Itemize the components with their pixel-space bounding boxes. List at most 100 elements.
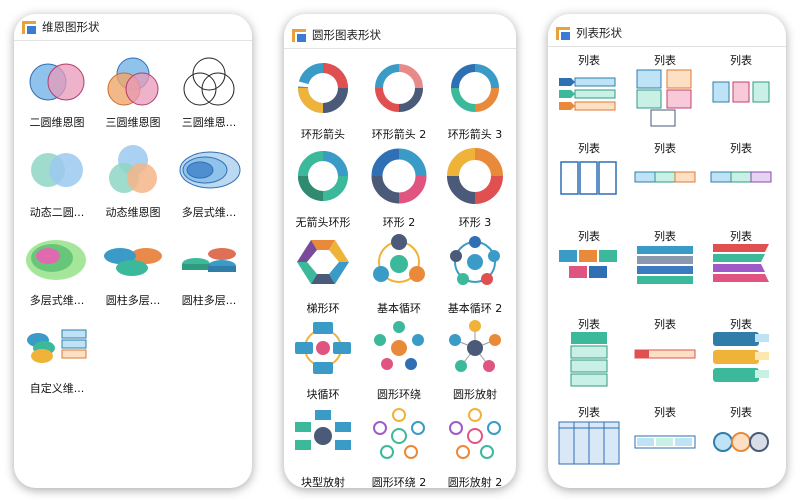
basic-cycle-2-icon [450, 236, 500, 285]
shape-list-3[interactable]: 列表 [702, 52, 780, 138]
shape-label: 圆形环绕 [377, 388, 421, 401]
list-horizontal-strip-2-icon [710, 171, 772, 183]
list-chevron-bars-icon [713, 244, 769, 282]
shape-list-14[interactable]: 列表 [626, 404, 704, 488]
panel-header[interactable]: 维恩图形状 [14, 14, 252, 41]
shape-label: 列表 [730, 230, 752, 243]
dynamic-venn-icon [109, 145, 157, 193]
circular-radial-2-icon [449, 408, 501, 459]
shape-label: 圆形放射 [453, 388, 497, 401]
shape-label: 列表 [654, 230, 676, 243]
shape-block-cycle[interactable]: 块循环 [284, 318, 362, 404]
shape-cylinder-multilayer[interactable]: 圆柱多层... [94, 234, 172, 314]
shape-three-circle-venn-outline[interactable]: 三圆维恩... [170, 56, 248, 136]
shape-label: 基本循环 [377, 302, 421, 315]
shape-label: 列表 [578, 406, 600, 419]
list-segmented-strip-icon [634, 435, 696, 449]
shapes-library-icon [556, 26, 570, 40]
shape-label: 列表 [578, 230, 600, 243]
cylinder-multilayer-icon [104, 248, 162, 276]
list-vertical-boxes-icon [560, 161, 617, 195]
shape-two-circle-venn[interactable]: 二圆维恩图 [18, 56, 96, 136]
ring-no-arrow-icon [298, 151, 348, 201]
shape-dynamic-two-circle[interactable]: 动态二圆... [18, 144, 96, 224]
shape-label: 环形箭头 [301, 128, 345, 141]
shapes-library-icon [22, 20, 36, 34]
shape-basic-cycle-2[interactable]: 基本循环 2 [436, 232, 514, 318]
shape-list-8[interactable]: 列表 [626, 228, 704, 314]
shape-label: 环形 3 [458, 216, 492, 229]
shape-three-circle-venn[interactable]: 三圆维恩图 [94, 56, 172, 136]
circular-surround-2-icon [373, 408, 425, 459]
list-circles-icon [713, 432, 769, 452]
ring-arrow-icon [298, 63, 348, 113]
shape-ring-2[interactable]: 环形 2 [360, 146, 438, 232]
shape-list-12[interactable]: 列表 [702, 316, 780, 402]
shape-label: 列表 [654, 406, 676, 419]
shape-label: 三圆维恩图 [105, 116, 161, 129]
shape-label: 动态维恩图 [105, 206, 161, 219]
shape-multilayer-venn[interactable]: 多层式维... [170, 144, 248, 224]
shape-label: 多层式维... [181, 206, 237, 219]
shape-list-10[interactable]: 列表 [550, 316, 628, 402]
shape-list-4[interactable]: 列表 [550, 140, 628, 226]
multilayer-venn-green-icon [26, 240, 86, 280]
shape-circular-radial[interactable]: 圆形放射 [436, 318, 514, 404]
shape-circular-radial-2[interactable]: 圆形放射 2 [436, 406, 514, 488]
shape-label: 列表 [578, 54, 600, 67]
shape-basic-cycle[interactable]: 基本循环 [360, 232, 438, 318]
shape-dynamic-venn[interactable]: 动态维恩图 [94, 144, 172, 224]
shape-cylinder-multilayer-2[interactable]: 圆柱多层... [170, 234, 248, 314]
shape-label: 列表 [654, 54, 676, 67]
shape-ring-arrow[interactable]: 环形箭头 [284, 58, 362, 144]
shape-list-6[interactable]: 列表 [702, 140, 780, 226]
shape-label: 多层式维... [29, 294, 85, 307]
trapezoid-ring-icon [297, 240, 349, 284]
shape-label: 块循环 [306, 388, 340, 401]
shape-trapezoid-ring[interactable]: 梯形环 [284, 232, 362, 318]
shape-list-5[interactable]: 列表 [626, 140, 704, 226]
shape-list-7[interactable]: 列表 [550, 228, 628, 314]
shape-label: 圆形环绕 2 [371, 476, 427, 488]
shape-label: 列表 [578, 318, 600, 331]
shape-label: 列表 [654, 318, 676, 331]
shape-list-9[interactable]: 列表 [702, 228, 780, 314]
shape-label: 列表 [654, 142, 676, 155]
list-bars-icon [637, 246, 693, 284]
two-circle-venn-icon [29, 63, 85, 101]
block-radial-icon [295, 410, 351, 450]
custom-venn-icon [27, 329, 87, 363]
shape-label: 无箭头环形 [295, 216, 351, 229]
shape-ring-arrow-3[interactable]: 环形箭头 3 [436, 58, 514, 144]
panel-header[interactable]: 列表形状 [548, 20, 786, 47]
shape-ring-no-arrow[interactable]: 无箭头环形 [284, 146, 362, 232]
list-table-icon [558, 421, 620, 465]
ring-3-icon [447, 148, 503, 204]
shape-list-1[interactable]: 列表 [550, 52, 628, 138]
panel-header[interactable]: 圆形图表形状 [284, 22, 516, 49]
shape-list-11[interactable]: 列表 [626, 316, 704, 402]
shape-label: 圆柱多层... [105, 294, 161, 307]
shape-circular-surround[interactable]: 圆形环绕 [360, 318, 438, 404]
shape-label: 基本循环 2 [447, 302, 503, 315]
shape-list-2[interactable]: 列表 [626, 52, 704, 138]
shape-label: 动态二圆... [29, 206, 85, 219]
circular-surround-icon [374, 321, 424, 370]
shape-ring-arrow-2[interactable]: 环形箭头 2 [360, 58, 438, 144]
shape-label: 圆柱多层... [181, 294, 237, 307]
list-shapes-panel: 列表形状 列表 列表 列表 列表 列表 [548, 14, 786, 488]
dynamic-two-circle-icon [31, 153, 83, 187]
shape-block-radial[interactable]: 块型放射 [284, 406, 362, 488]
shape-list-13[interactable]: 列表 [550, 404, 628, 488]
list-vertical-rows-icon [570, 332, 608, 387]
three-circle-outline-icon [183, 57, 235, 106]
shape-multilayer-venn-2[interactable]: 多层式维... [18, 234, 96, 314]
shape-list-15[interactable]: 列表 [702, 404, 780, 488]
shape-label: 环形箭头 2 [371, 128, 427, 141]
venn-shapes-panel: 维恩图形状 二圆维恩图 三圆维恩图 三圆维恩... 动态二圆... 动态维恩图 … [14, 14, 252, 488]
shape-custom-venn[interactable]: 自定义维... [18, 322, 96, 402]
list-arrows-icon [559, 77, 616, 111]
shape-circular-surround-2[interactable]: 圆形环绕 2 [360, 406, 438, 488]
shape-ring-3[interactable]: 环形 3 [436, 146, 514, 232]
shape-label: 梯形环 [306, 302, 340, 315]
